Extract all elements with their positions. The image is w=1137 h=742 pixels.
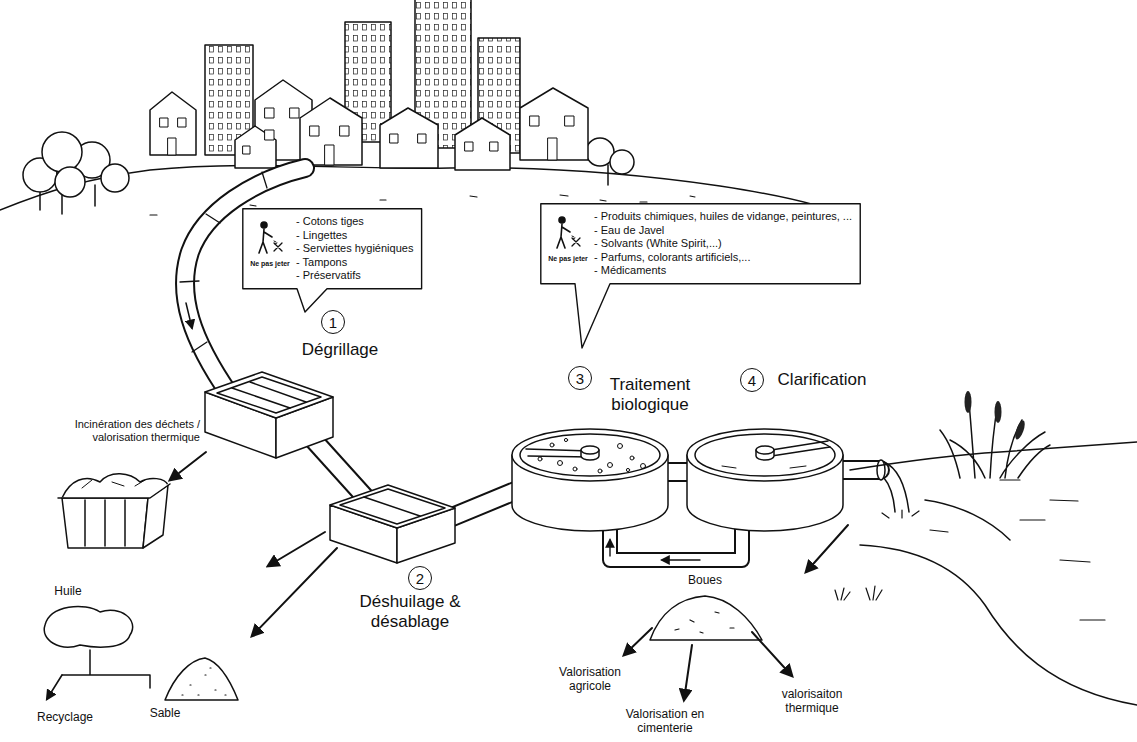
callout-number: 2 [408, 566, 432, 590]
list-item: - Serviettes hygiéniques [296, 242, 413, 256]
stage-name: Dégrillage [302, 340, 379, 360]
river [850, 442, 1137, 705]
warning-caption: Ne pas jeter [548, 255, 588, 263]
callout-number: 1 [321, 310, 345, 334]
output-label: valorisaiton thermique [767, 688, 857, 716]
reeds [835, 391, 1050, 600]
list-item: - Eau de Javel [594, 224, 852, 238]
sludge-pile [624, 525, 848, 700]
callout-bubble [243, 209, 422, 312]
list-item: - Tampons [296, 256, 413, 270]
list-item: - Cotons tiges [296, 215, 413, 229]
output-label: Valorisation agricole [545, 666, 635, 694]
output-label: Recyclage [37, 711, 93, 725]
output-label: Sable [150, 707, 181, 721]
clarifier-basin [687, 429, 843, 531]
list-item: - Lingettes [296, 229, 413, 243]
biological-basin [512, 429, 668, 531]
output-label: Boues [688, 574, 722, 588]
list-item: - Médicaments [594, 264, 852, 278]
list-item: - Solvants (White Spirit,...) [594, 237, 852, 251]
callout-number: 3 [568, 366, 592, 390]
recirculation-arrow [662, 559, 700, 560]
callout-box: Ne pas jeter - Cotons tiges- Lingettes- S… [242, 208, 422, 290]
icon-column: Ne pas jeter [250, 215, 290, 268]
city [150, 0, 588, 170]
icon-column: Ne pas jeter [548, 210, 588, 263]
dumpster [58, 474, 170, 548]
item-list: - Cotons tiges- Lingettes- Serviettes hy… [296, 215, 413, 283]
no-litter-icon [255, 221, 285, 255]
callout-box: Ne pas jeter - Produits chimiques, huiles… [540, 203, 861, 285]
output-label: Valorisation en cimenterie [610, 708, 720, 736]
output-label: Incinération des déchets / valorisation … [45, 418, 200, 443]
list-item: - Parfums, colorants artificiels,... [594, 251, 852, 265]
stage-name: Traitement biologique [594, 375, 706, 414]
callout-number: 4 [740, 368, 764, 392]
output-label: Huile [54, 585, 81, 599]
screening-tank [205, 372, 333, 458]
no-litter-icon [553, 216, 583, 250]
list-item: - Préservatifs [296, 269, 413, 283]
callout-bubble [541, 204, 860, 348]
recirculation-arrow [609, 540, 610, 556]
stage-name: Déshuilage & désablage [358, 592, 462, 631]
warning-caption: Ne pas jeter [250, 260, 290, 268]
degreasing-tank [330, 485, 455, 563]
stage-name: Clarification [778, 370, 867, 390]
pipes [180, 168, 885, 560]
waste-arrow [170, 452, 206, 480]
list-item: - Produits chimiques, huiles de vidange,… [594, 210, 852, 224]
oil-and-sand [44, 532, 337, 700]
item-list: - Produits chimiques, huiles de vidange,… [594, 210, 852, 278]
